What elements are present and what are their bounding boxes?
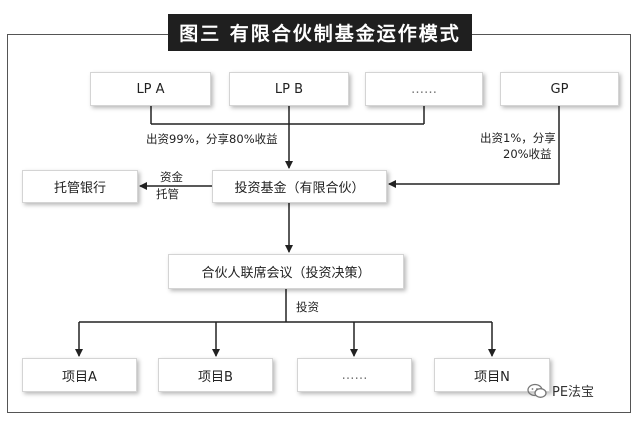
- diagram-title: 图三 有限合伙制基金运作模式: [168, 14, 472, 51]
- project-n-box: 项目N: [434, 358, 550, 392]
- project-a-box: 项目A: [22, 358, 137, 392]
- gp-contribution-label-line1: 出资1%，分享: [480, 131, 556, 145]
- project-b-box: 项目B: [158, 358, 273, 392]
- committee-box: 合伙人联席会议（投资决策）: [168, 254, 404, 289]
- lp-a-box: LP A: [90, 72, 211, 106]
- gp-contribution-label-line2: 20%收益: [503, 147, 552, 161]
- gp-to-fund-arrow: [388, 106, 560, 188]
- invest-label: 投资: [296, 300, 319, 314]
- watermark-text: PE法宝: [552, 385, 595, 400]
- lp-contribution-label: 出资99%，分享80%收益: [146, 132, 278, 146]
- gp-box: GP: [500, 72, 619, 106]
- watermark: PE法宝: [527, 381, 594, 400]
- custodian-bank-box: 托管银行: [22, 170, 138, 203]
- custody-label-line2: 托管: [156, 187, 179, 201]
- lp-more-box: ……: [365, 72, 483, 106]
- wechat-icon: [527, 383, 547, 398]
- custody-label-line1: 资金: [160, 170, 183, 184]
- fund-box: 投资基金（有限合伙）: [212, 170, 387, 203]
- project-more-box: ……: [297, 358, 412, 392]
- lp-b-box: LP B: [229, 72, 349, 106]
